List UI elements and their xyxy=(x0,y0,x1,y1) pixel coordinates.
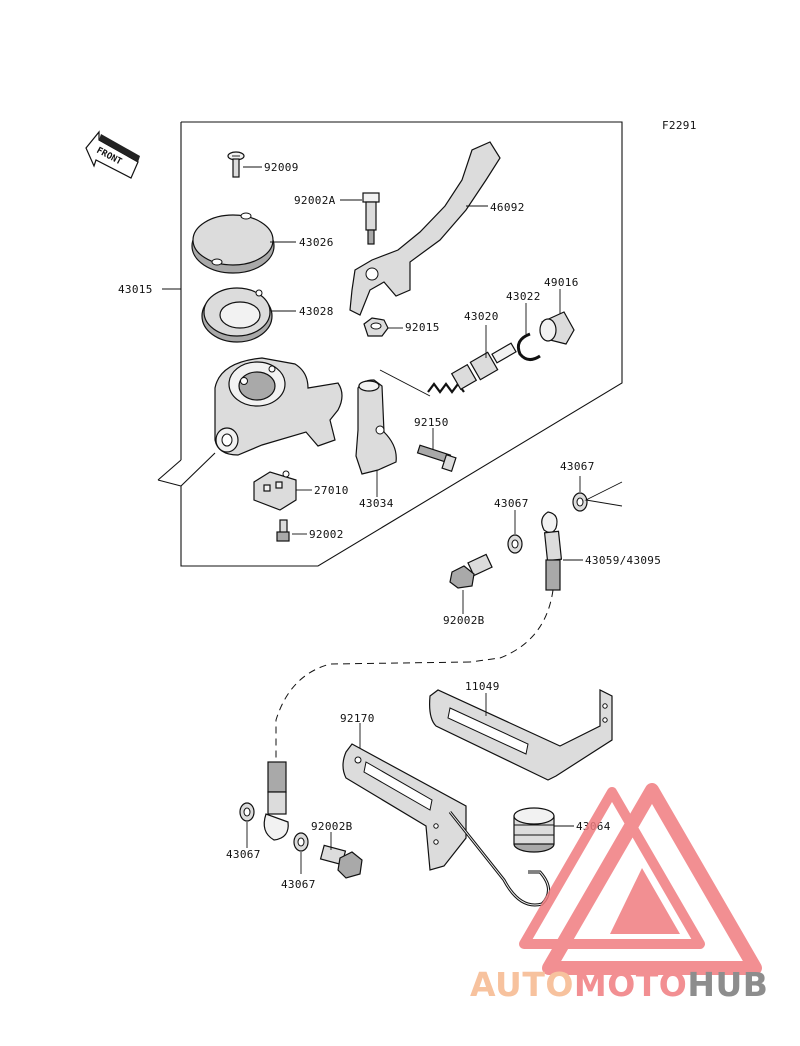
watermark-text: AUTOMOTOHUB xyxy=(470,965,768,1004)
brake-lever-46092 xyxy=(349,141,501,316)
bracket-92170 xyxy=(342,743,550,907)
bolt-92150 xyxy=(416,444,457,472)
label-92170: 92170 xyxy=(340,712,375,725)
front-arrow-icon: FRONT xyxy=(85,130,140,179)
banjo-bolt-92002B-lower xyxy=(319,844,363,879)
nut-92015 xyxy=(363,317,389,337)
switch-27010 xyxy=(253,470,297,511)
label-43034: 43034 xyxy=(359,497,394,510)
brake-hose-43059 xyxy=(263,511,563,841)
label-43028: 43028 xyxy=(299,305,334,318)
label-43067-lower-left: 43067 xyxy=(226,848,261,861)
label-92150: 92150 xyxy=(414,416,449,429)
banjo-bolt-92002B-upper xyxy=(449,553,493,589)
label-43022: 43022 xyxy=(506,290,541,303)
label-92015: 92015 xyxy=(405,321,440,334)
label-43067-lower-mid: 43067 xyxy=(281,878,316,891)
assembly-frame-43015 xyxy=(157,121,623,567)
washer-43067-lower-mid xyxy=(293,832,309,852)
label-43067-upper: 43067 xyxy=(560,460,595,473)
automotohub-watermark: AUTOMOTOHUB xyxy=(470,783,768,1004)
diaphragm-43028 xyxy=(201,287,273,343)
screw-92002 xyxy=(276,519,290,542)
label-92002A: 92002A xyxy=(294,194,336,207)
label-43059-43095: 43059/43095 xyxy=(585,554,661,567)
circlip-43022 xyxy=(516,332,541,361)
washer-43067-upper xyxy=(572,492,588,512)
reservoir-cap-43026 xyxy=(191,212,275,274)
label-92009: 92009 xyxy=(264,161,299,174)
label-43067-middle: 43067 xyxy=(494,497,529,510)
holder-43034 xyxy=(355,379,397,475)
rubber-43064 xyxy=(513,807,555,853)
label-27010: 27010 xyxy=(314,484,349,497)
figure-code: F2291 xyxy=(662,119,697,132)
label-43015: 43015 xyxy=(118,283,153,296)
label-43026: 43026 xyxy=(299,236,334,249)
dust-boot-49016 xyxy=(539,311,575,345)
piston-kit-43020 xyxy=(427,342,517,394)
bolt-92002A xyxy=(362,192,380,245)
label-92002B-upper: 92002B xyxy=(443,614,485,627)
label-46092: 46092 xyxy=(490,201,525,214)
master-cylinder-body xyxy=(214,357,343,456)
label-49016: 49016 xyxy=(544,276,579,289)
label-11049: 11049 xyxy=(465,680,500,693)
screw-92009 xyxy=(227,151,245,178)
label-92002B-lower: 92002B xyxy=(311,820,353,833)
label-92002: 92002 xyxy=(309,528,344,541)
label-43020: 43020 xyxy=(464,310,499,323)
washer-43067-lower-left xyxy=(239,802,255,822)
washer-43067-middle xyxy=(507,534,523,554)
bracket-11049 xyxy=(429,689,613,781)
